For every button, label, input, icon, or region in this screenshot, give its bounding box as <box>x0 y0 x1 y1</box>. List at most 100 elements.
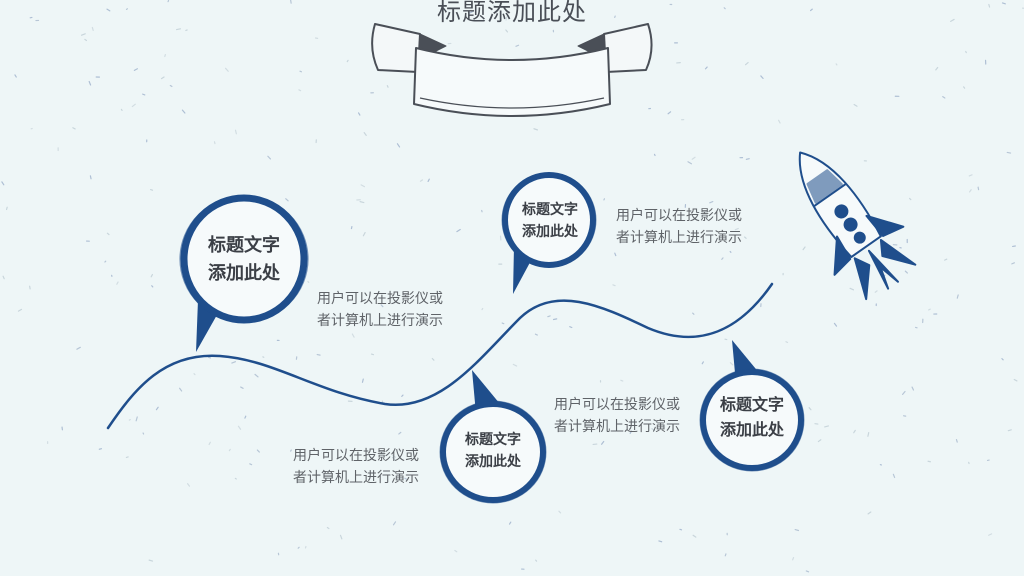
milestone-bubble-3 <box>439 370 547 504</box>
speckle <box>802 246 806 251</box>
speckle <box>481 307 484 311</box>
speckle <box>326 526 330 530</box>
speckle <box>98 448 103 450</box>
speckle <box>687 161 692 165</box>
speckle <box>254 373 259 378</box>
speckle <box>835 63 838 66</box>
speckle <box>808 407 812 411</box>
speckle <box>533 128 539 131</box>
speckle <box>944 258 948 261</box>
rocket-icon <box>798 151 917 301</box>
speckle <box>307 280 310 284</box>
speckle <box>935 66 939 71</box>
speckle <box>135 416 138 422</box>
speckle <box>401 394 404 397</box>
speckle <box>955 438 958 443</box>
speckle <box>14 74 17 78</box>
speckle <box>721 257 724 260</box>
speckle <box>729 362 734 366</box>
milestone-desc-3-line1: 用户可以在投影仪或 <box>293 448 419 464</box>
speckle <box>493 4 498 8</box>
speckle <box>965 50 967 54</box>
milestone-title-1-line1: 标题文字 <box>208 235 280 256</box>
speckle <box>505 29 509 33</box>
speckle <box>526 19 528 23</box>
speckle <box>297 546 300 549</box>
speckle <box>1006 151 1012 154</box>
speckle <box>629 430 633 434</box>
speckle <box>361 378 364 383</box>
speckle <box>228 448 231 452</box>
speckle <box>360 184 366 188</box>
speckle <box>298 89 302 92</box>
speckle <box>729 250 732 253</box>
speckle <box>534 333 538 336</box>
milestone-title-2-line1: 标题文字 <box>522 202 578 218</box>
speckle <box>285 198 289 202</box>
milestone-title-3-line2: 添加此处 <box>465 453 521 470</box>
speckle <box>809 8 813 12</box>
speckle <box>658 540 663 543</box>
speckle <box>179 387 183 392</box>
speckle <box>692 312 695 315</box>
speckle <box>249 463 253 466</box>
speckle <box>181 109 186 114</box>
milestone-desc-2-line2: 者计算机上进行演示 <box>616 230 742 246</box>
speckle <box>691 156 696 160</box>
speckle <box>339 534 343 540</box>
speckle <box>902 390 906 396</box>
speckle <box>237 425 242 430</box>
speckle <box>558 510 562 514</box>
speckle <box>1013 378 1018 382</box>
ribbon-banner-icon <box>371 23 653 117</box>
speckle <box>392 454 397 458</box>
speckle <box>824 425 830 428</box>
speckle <box>5 206 8 211</box>
speckle <box>240 386 244 389</box>
speckle <box>867 511 872 515</box>
speckle <box>892 473 896 479</box>
speckle <box>1001 2 1006 5</box>
speckle <box>316 353 321 356</box>
milestone-title-1: 标题文字 添加此处 <box>184 232 304 288</box>
speckle <box>142 93 146 96</box>
speckle <box>193 373 196 376</box>
speckle <box>125 456 129 459</box>
speckle <box>603 198 606 201</box>
speckle <box>904 270 909 274</box>
speckle <box>359 201 365 204</box>
speckle <box>601 440 605 445</box>
speckle <box>928 308 931 311</box>
speckle <box>651 428 656 431</box>
speckle <box>208 441 211 446</box>
speckle <box>160 76 165 80</box>
speckle <box>567 13 570 17</box>
milestone-bubble-1 <box>179 194 309 352</box>
speckle <box>186 483 191 487</box>
speckle <box>131 103 136 108</box>
speckle <box>968 189 972 193</box>
speckle <box>505 16 508 21</box>
milestone-bubble-4 <box>699 340 805 472</box>
milestone-desc-4-line2: 者计算机上进行演示 <box>554 419 680 435</box>
milestone-title-2: 标题文字 添加此处 <box>505 200 595 243</box>
speckle <box>454 549 458 553</box>
speckle <box>133 68 138 71</box>
speckle <box>256 449 260 453</box>
speckle <box>709 201 714 204</box>
milestone-desc-2: 用户可以在投影仪或 者计算机上进行演示 <box>616 205 742 249</box>
speckle <box>88 80 92 86</box>
speckle <box>614 252 617 257</box>
speckle <box>785 341 789 344</box>
speckle <box>427 178 430 183</box>
speckle <box>1001 358 1004 361</box>
speckle <box>692 534 697 538</box>
page-title: 标题添加此处 <box>437 0 587 26</box>
speckle <box>1 181 5 186</box>
speckle <box>794 529 800 532</box>
speckle <box>968 174 973 177</box>
speckle <box>777 119 781 124</box>
speckle <box>988 3 991 8</box>
speckle <box>404 477 408 480</box>
